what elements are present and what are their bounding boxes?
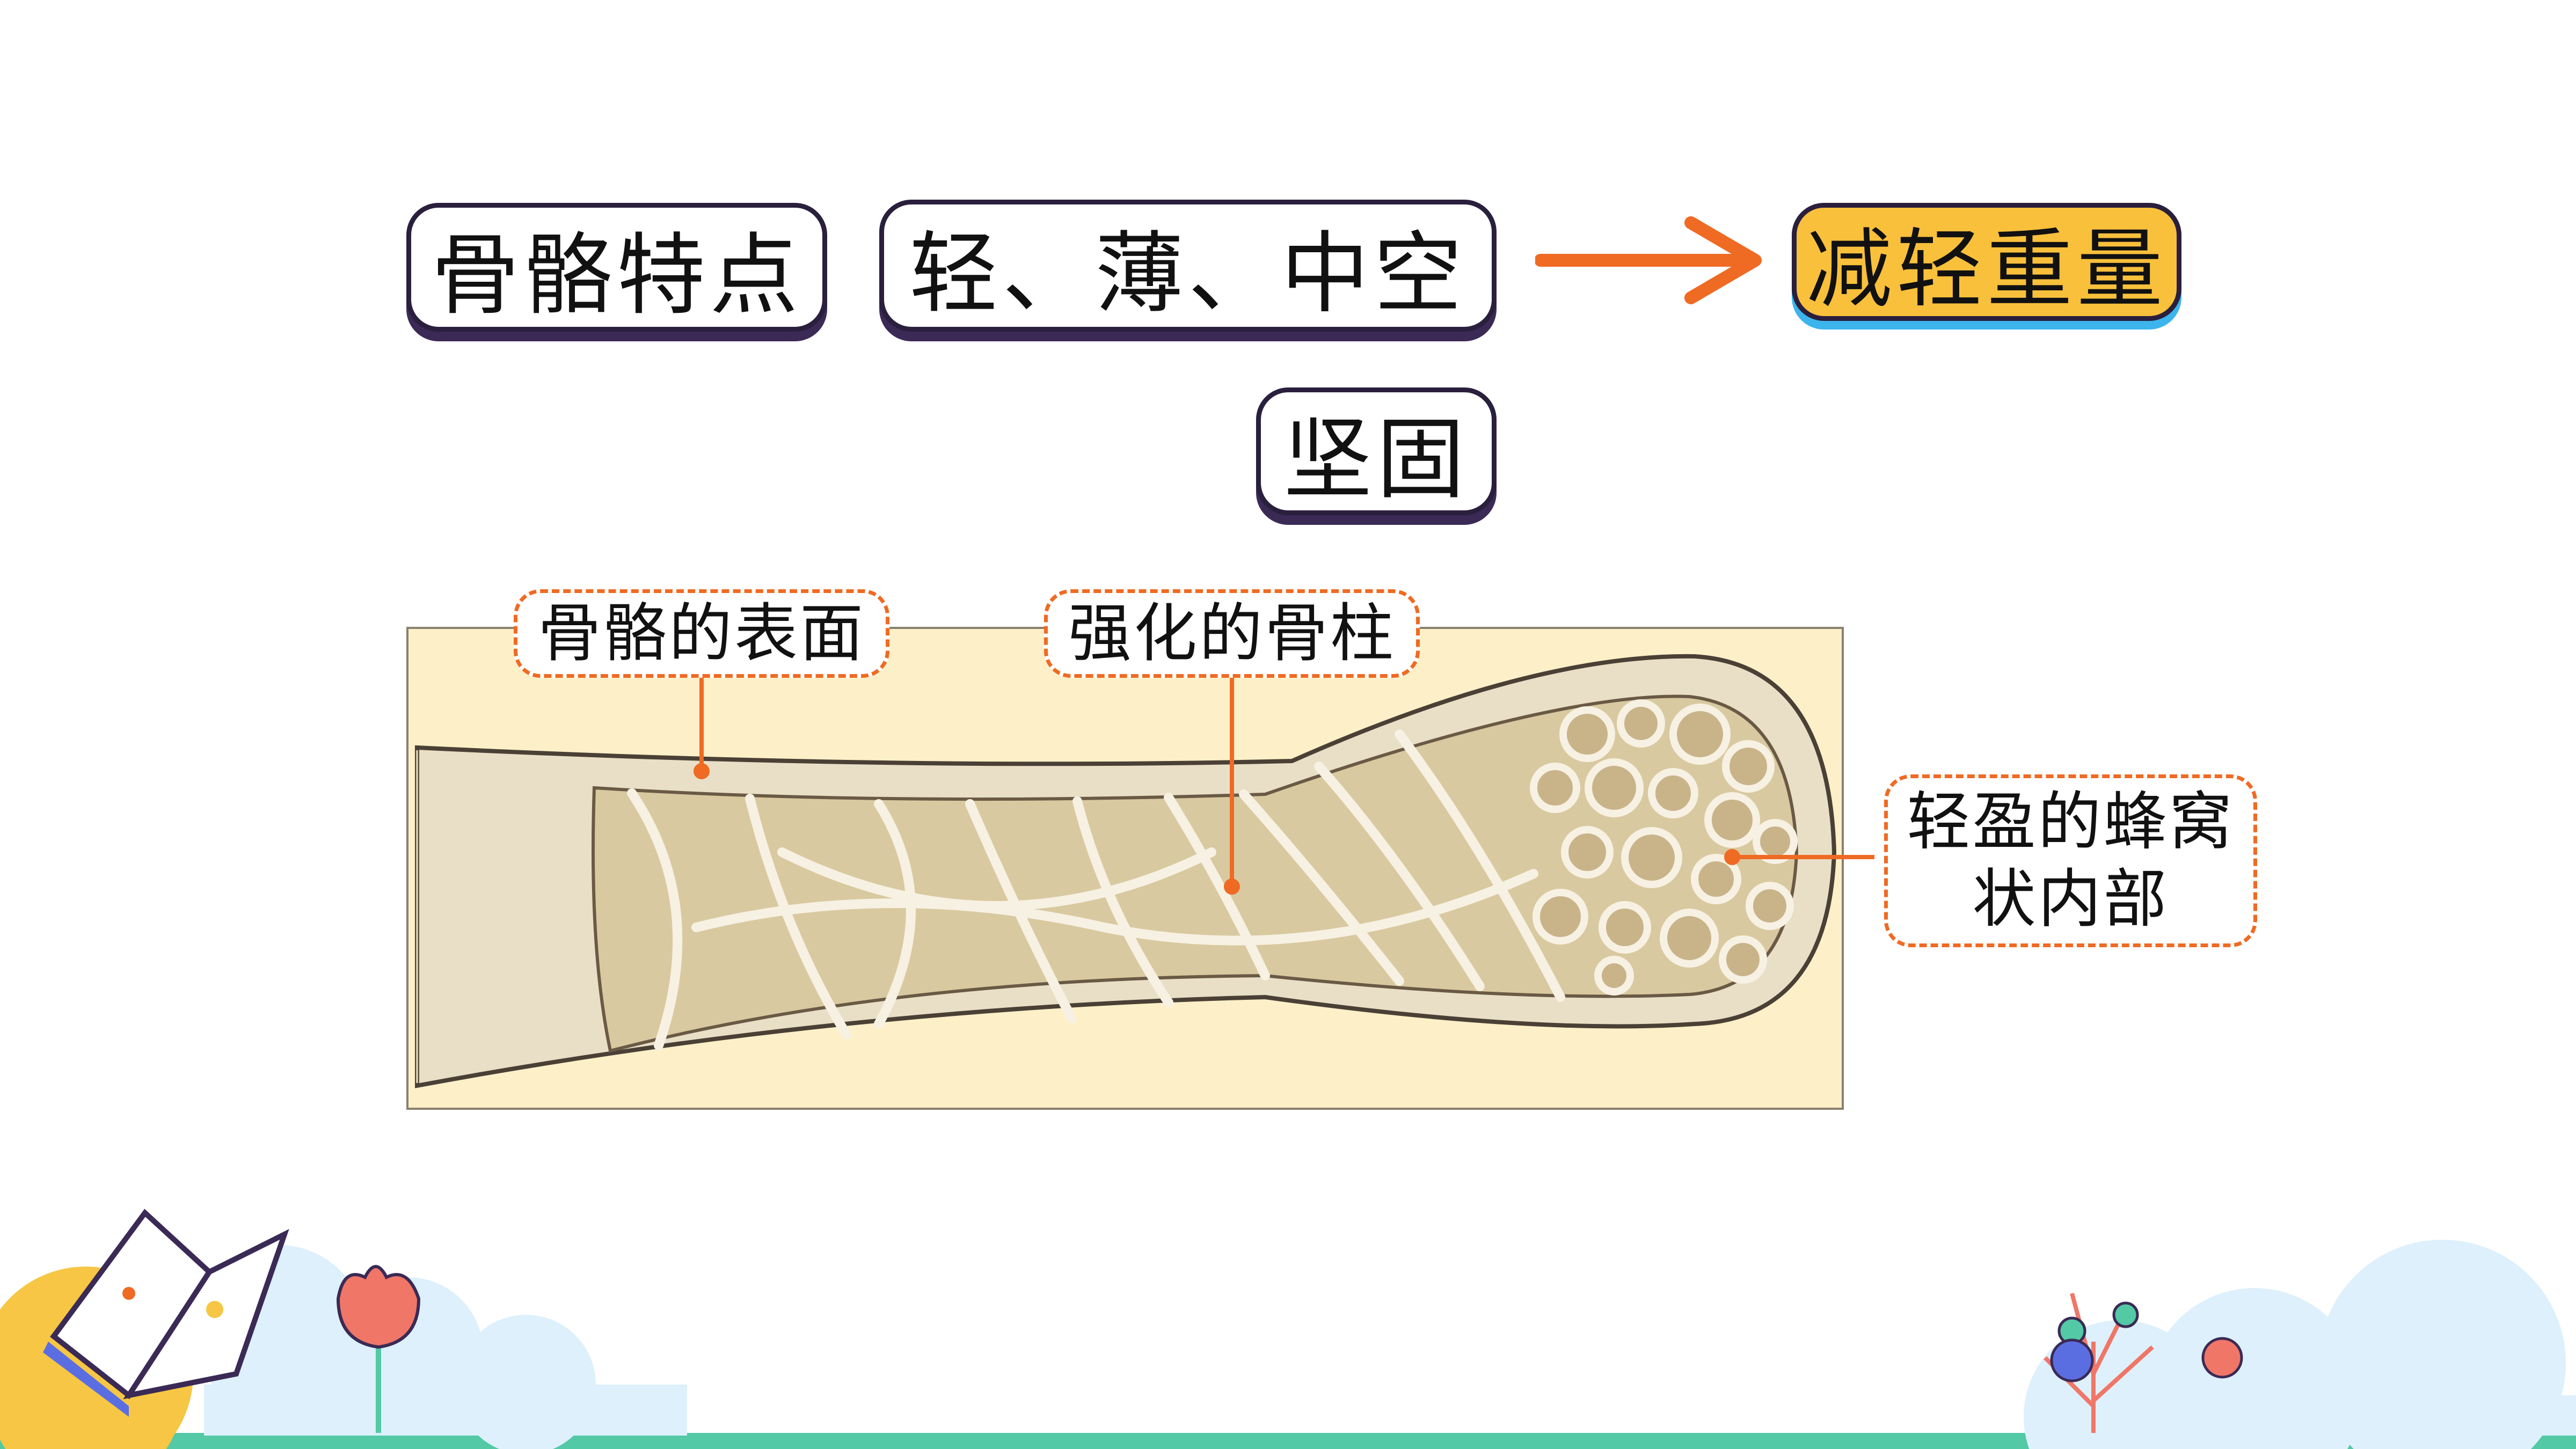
- flower-icon: [336, 1265, 421, 1433]
- strength-box: 坚固: [1256, 387, 1497, 515]
- features-text: 轻、薄、中空: [909, 222, 1466, 325]
- columns-dot: [1224, 879, 1240, 895]
- open-book-icon: [43, 1209, 289, 1417]
- honeycomb-dot: [1724, 849, 1740, 865]
- columns-label: 强化的骨柱: [1044, 589, 1420, 678]
- bone-trait-text: 骨骼特点: [431, 223, 802, 327]
- effect-text: 减轻重量: [1806, 219, 2167, 319]
- arrow-right-icon: [1535, 216, 1762, 304]
- surface-leader: [699, 676, 704, 770]
- surface-label: 骨骼的表面: [514, 589, 889, 678]
- surface-dot: [694, 763, 710, 779]
- features-box: 轻、薄、中空: [879, 200, 1497, 332]
- honeycomb-label-line1: 轻盈的蜂窝: [1907, 785, 2235, 859]
- bone-diagram: [406, 627, 1844, 1110]
- honeycomb-label: 轻盈的蜂窝 状内部: [1884, 774, 2257, 947]
- bottom-decoration: [0, 1209, 2576, 1449]
- bone-trait-box: 骨骼特点: [406, 203, 827, 332]
- columns-leader: [1230, 677, 1234, 885]
- effect-box: 减轻重量: [1792, 203, 2181, 321]
- tree-balls-icon: [2044, 1292, 2243, 1433]
- honeycomb-label-line2: 状内部: [1972, 862, 2169, 936]
- honeycomb-leader: [1734, 855, 1874, 859]
- strength-text: 坚固: [1283, 407, 1469, 511]
